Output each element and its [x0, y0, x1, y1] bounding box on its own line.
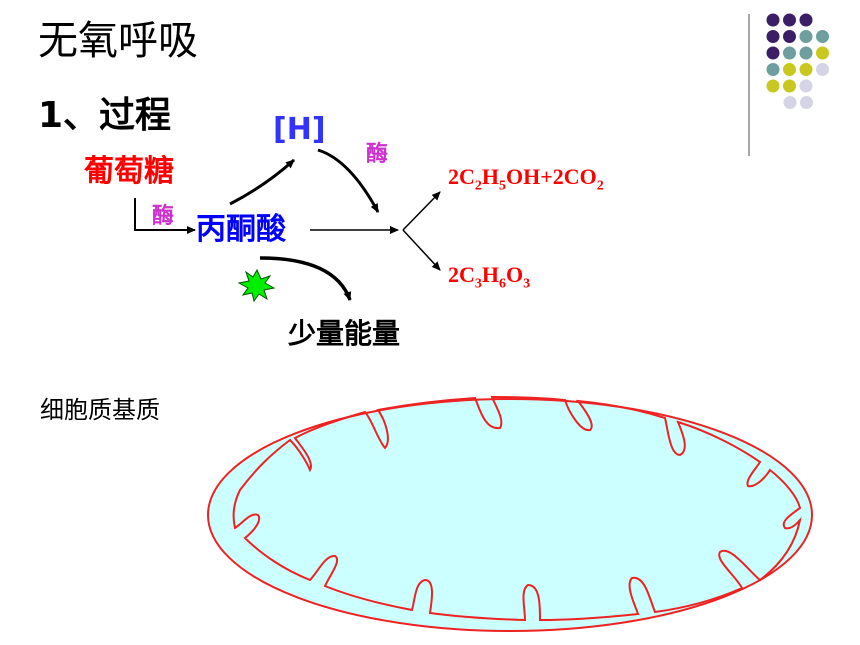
mitochondrion-inner-membrane [232, 395, 802, 622]
enzyme-label-top: 酶 [366, 142, 389, 167]
decor-dot [766, 79, 780, 93]
hydrogen-label: [H] [273, 112, 326, 147]
decor-dot [783, 46, 796, 60]
cytoplasm-label: 细胞质基质 [40, 396, 160, 424]
formula-part: 2 [596, 178, 604, 194]
pyruvate-to-h-arrow [229, 158, 296, 206]
product-ethanol-co2: 2C2H5OH+2CO2 [448, 164, 604, 194]
glucose-to-pyruvate-arrow [134, 198, 196, 234]
decor-dot [766, 13, 780, 27]
decor-dot [816, 63, 829, 76]
decor-dot [800, 96, 813, 109]
decor-dot [783, 96, 797, 109]
decor-dot [799, 30, 813, 43]
decor-dot [766, 63, 780, 76]
formula-part: 5 [499, 178, 507, 194]
branch-arrow-ethanol [402, 191, 441, 231]
formula-part: 6 [499, 276, 507, 292]
formula-part: 3 [474, 276, 482, 292]
decor-dot [766, 30, 780, 43]
mitochondrion-outer-membrane [207, 398, 813, 632]
decor-dot [783, 13, 796, 27]
pyruvate-label: 丙酮酸 [196, 212, 286, 247]
formula-part: 2C [448, 164, 475, 189]
formula-part: 3 [523, 276, 531, 292]
decor-dot [783, 63, 796, 76]
decor-dot [799, 13, 813, 27]
decor-dot [783, 79, 796, 93]
decor-dot [799, 46, 813, 60]
energy-arrow [259, 256, 352, 301]
h-to-reaction-arrow [317, 148, 380, 213]
decor-dot [766, 46, 780, 60]
energy-label: 少量能量 [288, 317, 401, 350]
glucose-label: 葡萄糖 [84, 154, 174, 189]
formula-part: 2 [474, 178, 482, 194]
formula-part: H [481, 262, 500, 287]
formula-part: 2C [448, 262, 475, 287]
decor-dot [799, 79, 813, 93]
decor-dot [783, 30, 796, 43]
slide-subtitle: 1、过程 [38, 95, 172, 136]
formula-part: H [481, 164, 500, 189]
formula-part: O [506, 262, 524, 287]
product-lactic-acid: 2C3H6O3 [448, 262, 530, 292]
enzyme-label-left: 酶 [152, 204, 175, 229]
energy-burst-icon [237, 268, 276, 303]
decor-dot [816, 46, 829, 60]
branch-arrow-lactate [402, 229, 441, 271]
decor-dot [816, 30, 829, 43]
slide-title: 无氧呼吸 [38, 18, 198, 64]
decor-dots [766, 13, 829, 109]
decor-dot [799, 63, 813, 76]
formula-part: OH+2CO [506, 164, 597, 189]
